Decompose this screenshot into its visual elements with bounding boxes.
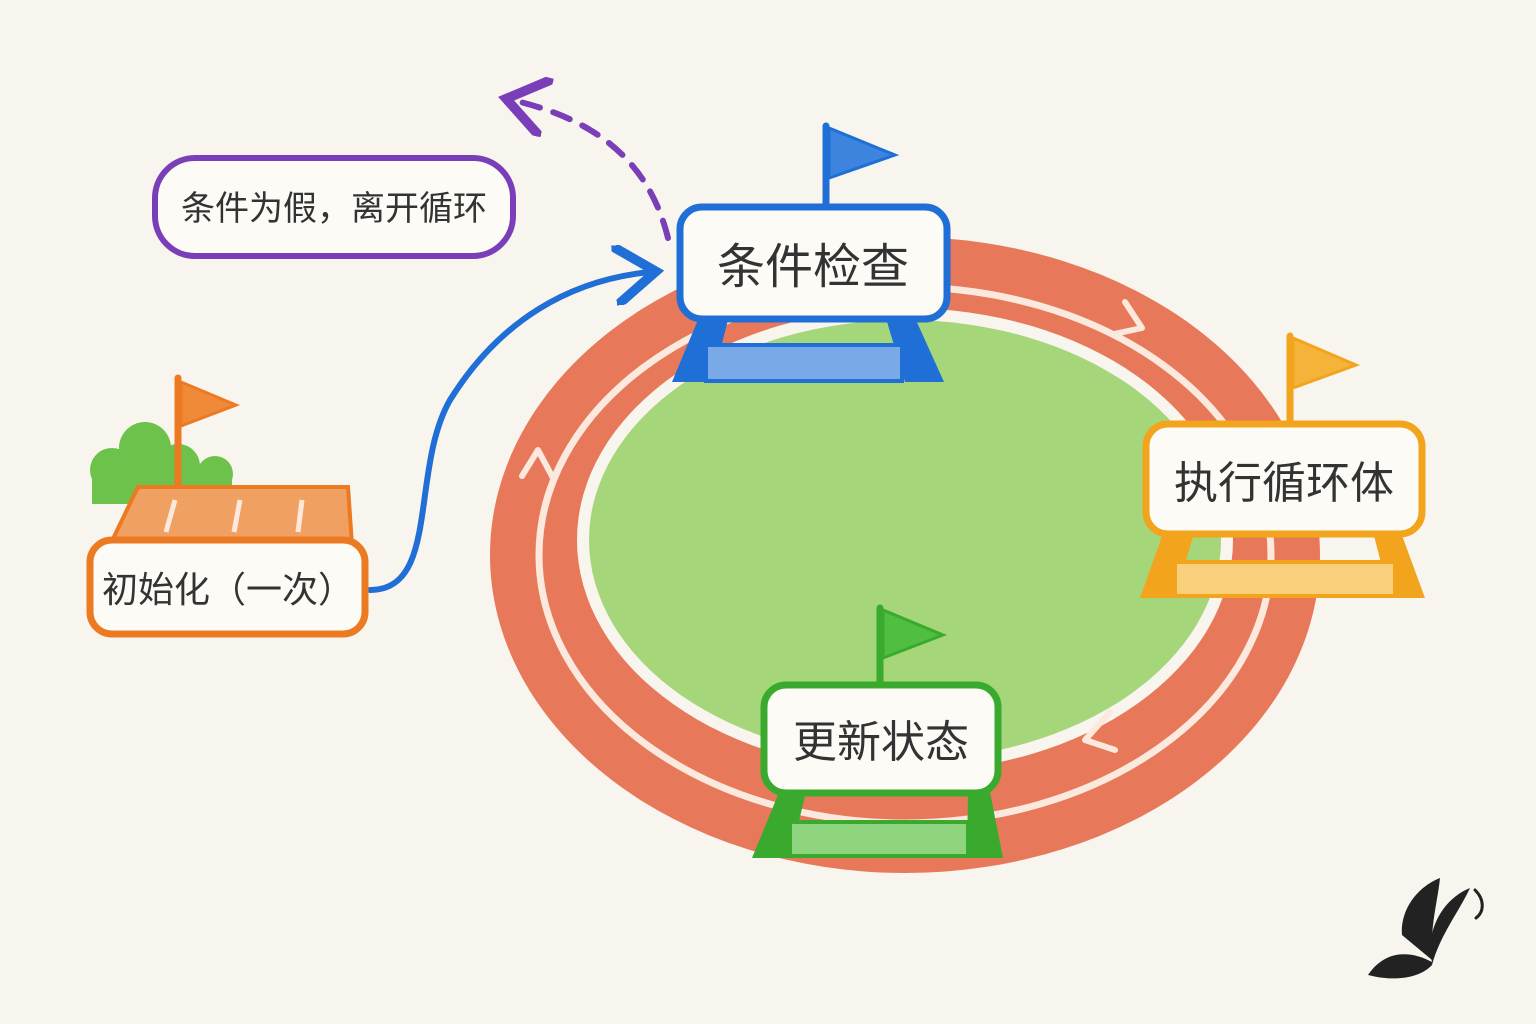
init-mini-track xyxy=(106,485,355,547)
butterfly-logo-icon xyxy=(1368,878,1484,979)
exit-arrow xyxy=(512,100,671,241)
update-node: 更新状态 xyxy=(752,604,1003,858)
running-track xyxy=(490,237,1320,873)
update-stand-right xyxy=(967,790,1003,858)
flag-icon xyxy=(876,604,948,694)
exit-label-text: 条件为假，离开循环 xyxy=(181,189,487,229)
body-stand-base xyxy=(1173,560,1397,598)
exit-label: 条件为假，离开循环 xyxy=(152,155,516,259)
body-stand-left xyxy=(1140,528,1195,598)
init-node: 初始化（一次） xyxy=(86,374,369,638)
lane-arrow-bottom xyxy=(1082,709,1118,753)
update-stand-base xyxy=(788,820,970,858)
init-node-label: 初始化（一次） xyxy=(102,570,354,611)
lane-arrow-right xyxy=(1111,299,1145,337)
flag-icon xyxy=(822,122,900,214)
condition-stand-right xyxy=(885,315,944,382)
flag-icon xyxy=(174,374,241,496)
update-node-label: 更新状态 xyxy=(793,717,969,768)
body-node-label: 执行循环体 xyxy=(1174,458,1394,509)
field xyxy=(589,320,1221,760)
condition-node: 条件检查 xyxy=(672,122,951,383)
body-stand-right xyxy=(1372,528,1425,598)
lane-arrow-left xyxy=(519,447,556,481)
flag-icon xyxy=(1286,332,1361,429)
init-to-condition-arrow xyxy=(367,272,650,593)
condition-node-label: 条件检查 xyxy=(717,239,909,295)
condition-stand-base xyxy=(704,343,904,383)
body-node: 执行循环体 xyxy=(1140,332,1426,598)
